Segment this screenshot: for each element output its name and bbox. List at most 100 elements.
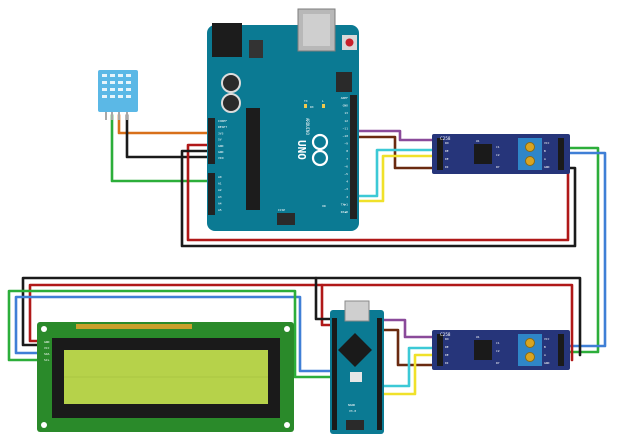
uno-analog-header: [208, 173, 215, 215]
rs485-bottom-chip-label: C258: [440, 332, 451, 337]
uno-digital-pin-label-5: ~10: [343, 134, 349, 138]
uno-digital-pin-label-12: ~3: [344, 187, 348, 191]
wire-nano-brown: [382, 328, 440, 367]
uno-analog-pin-label-4: A4: [218, 201, 222, 205]
lcd-pin-row: [76, 324, 192, 329]
rs485-top-ro: RO: [445, 141, 449, 145]
rs485-module-top: C258 RO RE DE DI VCC B A GND U1 C1 C2 R7: [432, 134, 570, 174]
rs485-top-chip-label: C258: [440, 136, 451, 141]
uno-digital-pin-label-3: 12: [344, 119, 348, 123]
nano-version-text: V3.0: [349, 409, 356, 413]
rs485-top-right-header: [558, 138, 564, 170]
rs485-bottom-c1: C1: [496, 341, 500, 345]
arduino-uno: UNO ARDUINO ON ICSP L TX RX IOREFRESET3V…: [207, 8, 359, 231]
wire-module-a-green: [550, 146, 600, 354]
rs485-bottom-right-header: [558, 334, 564, 366]
uno-regulator: [249, 40, 263, 58]
uno-power-pin-label-6: VIN: [218, 156, 224, 160]
uno-icsp-bottom: [277, 213, 295, 225]
wire-nano-yellow: [382, 353, 440, 396]
rs485-bottom-vcc: VCC: [544, 337, 550, 341]
uno-digital-pin-label-1: GND: [343, 104, 349, 108]
lcd-pin-vcc: VCC: [44, 346, 50, 350]
uno-digital-pin-label-11: 4: [346, 180, 348, 184]
uno-digital-pin-label-0: AREF: [341, 96, 348, 100]
uno-capacitor-2: [221, 93, 241, 113]
nano-reset-button[interactable]: [350, 372, 362, 382]
rs485-top-de: DE: [445, 157, 449, 161]
rs485-bottom-screw-1: [525, 338, 535, 348]
rs485-bottom-de: DE: [445, 353, 449, 357]
wire-uno-gnd-black: [180, 149, 577, 248]
uno-tx-label: TX: [304, 99, 308, 103]
rs485-bottom-c2: C2: [496, 349, 500, 353]
uno-power-pin-label-2: 3V3: [218, 131, 224, 135]
rs485-bottom-b: B: [544, 345, 546, 349]
uno-led-tx: [304, 104, 307, 108]
lcd-pin-header: [55, 338, 61, 364]
rs485-top-screw-2: [525, 156, 535, 166]
wire-module-b-blue: [550, 151, 607, 348]
uno-power-pin-label-5: GND: [218, 150, 224, 154]
rs485-top-screw-1: [525, 142, 535, 152]
uno-logo: UNO: [295, 133, 329, 167]
uno-power-pin-label-0: IOREF: [218, 119, 227, 123]
rs485-top-re: RE: [445, 149, 449, 153]
rs485-bottom-re: RE: [445, 345, 449, 349]
nano-usb-port: [344, 300, 370, 322]
uno-analog-pin-label-5: A5: [218, 208, 222, 212]
rs485-top-chip: [474, 144, 492, 164]
uno-logo-text: UNO: [295, 140, 308, 160]
wire-nano-black: [314, 276, 332, 321]
uno-brand-text: ARDUINO: [305, 118, 310, 135]
rs485-bottom-a: A: [544, 353, 546, 357]
uno-digital-pin-label-4: ~11: [343, 126, 349, 130]
uno-power-header: [208, 118, 215, 164]
rs485-top-r7: R7: [496, 165, 500, 169]
wire-nano-purple: [382, 318, 440, 339]
wire-green-lcd: [7, 289, 332, 379]
wire-uno-tx-yellow: [348, 154, 440, 203]
uno-digital-pin-label-14: TX▶1: [341, 202, 348, 206]
uno-digital-pin-label-10: ~5: [344, 172, 348, 176]
wire-dht-gnd: [110, 113, 216, 183]
dht-sensor: [98, 70, 138, 120]
rs485-top-u1: U1: [476, 139, 480, 143]
uno-icsp-top: [336, 72, 352, 92]
uno-rx-label: RX: [310, 105, 314, 109]
nano-chip: [338, 333, 372, 367]
rs485-bottom-di: DI: [445, 361, 449, 365]
rs485-top-di: DI: [445, 165, 449, 169]
lcd-pin-sda: SDA: [44, 352, 50, 356]
dht-grille: [102, 74, 131, 98]
nano-right-header: [377, 318, 382, 430]
wire-uno-d10-brown: [348, 135, 440, 170]
wire-nano-red: [320, 283, 332, 327]
uno-analog-pin-label-3: A3: [218, 195, 222, 199]
rs485-bottom-r7: R7: [496, 361, 500, 365]
lcd-display: GND VCC SDA SCL: [37, 322, 294, 432]
rs485-bottom-u1: U1: [476, 335, 480, 339]
rs485-top-c2: C2: [496, 153, 500, 157]
wire-uno-rx-cyan: [348, 148, 440, 198]
uno-analog-pin-label-2: A2: [218, 188, 222, 192]
uno-digital-pin-label-15: RX◀0: [341, 210, 348, 214]
wire-nano-cyan: [382, 346, 440, 388]
uno-on-label: ON: [322, 204, 326, 208]
wire-uno-d11-purple: [348, 129, 440, 142]
wire-blue-lcd: [14, 295, 332, 373]
uno-digital-pin-label-8: 7: [346, 157, 348, 161]
uno-capacitor-1: [221, 73, 241, 93]
uno-power-pin-label-1: RESET: [218, 125, 227, 129]
lcd-pin-gnd: GND: [44, 340, 50, 344]
uno-atmega-chip: [246, 108, 260, 210]
uno-power-pin-label-3: 5V: [218, 138, 222, 142]
rs485-top-b: B: [544, 149, 546, 153]
uno-led-l: [322, 104, 325, 108]
arduino-nano: NANO V3.0: [330, 300, 384, 434]
uno-digital-pin-label-7: 8: [346, 149, 348, 153]
uno-reset-cap[interactable]: [345, 38, 354, 47]
rs485-top-gnd: GND: [544, 165, 550, 169]
